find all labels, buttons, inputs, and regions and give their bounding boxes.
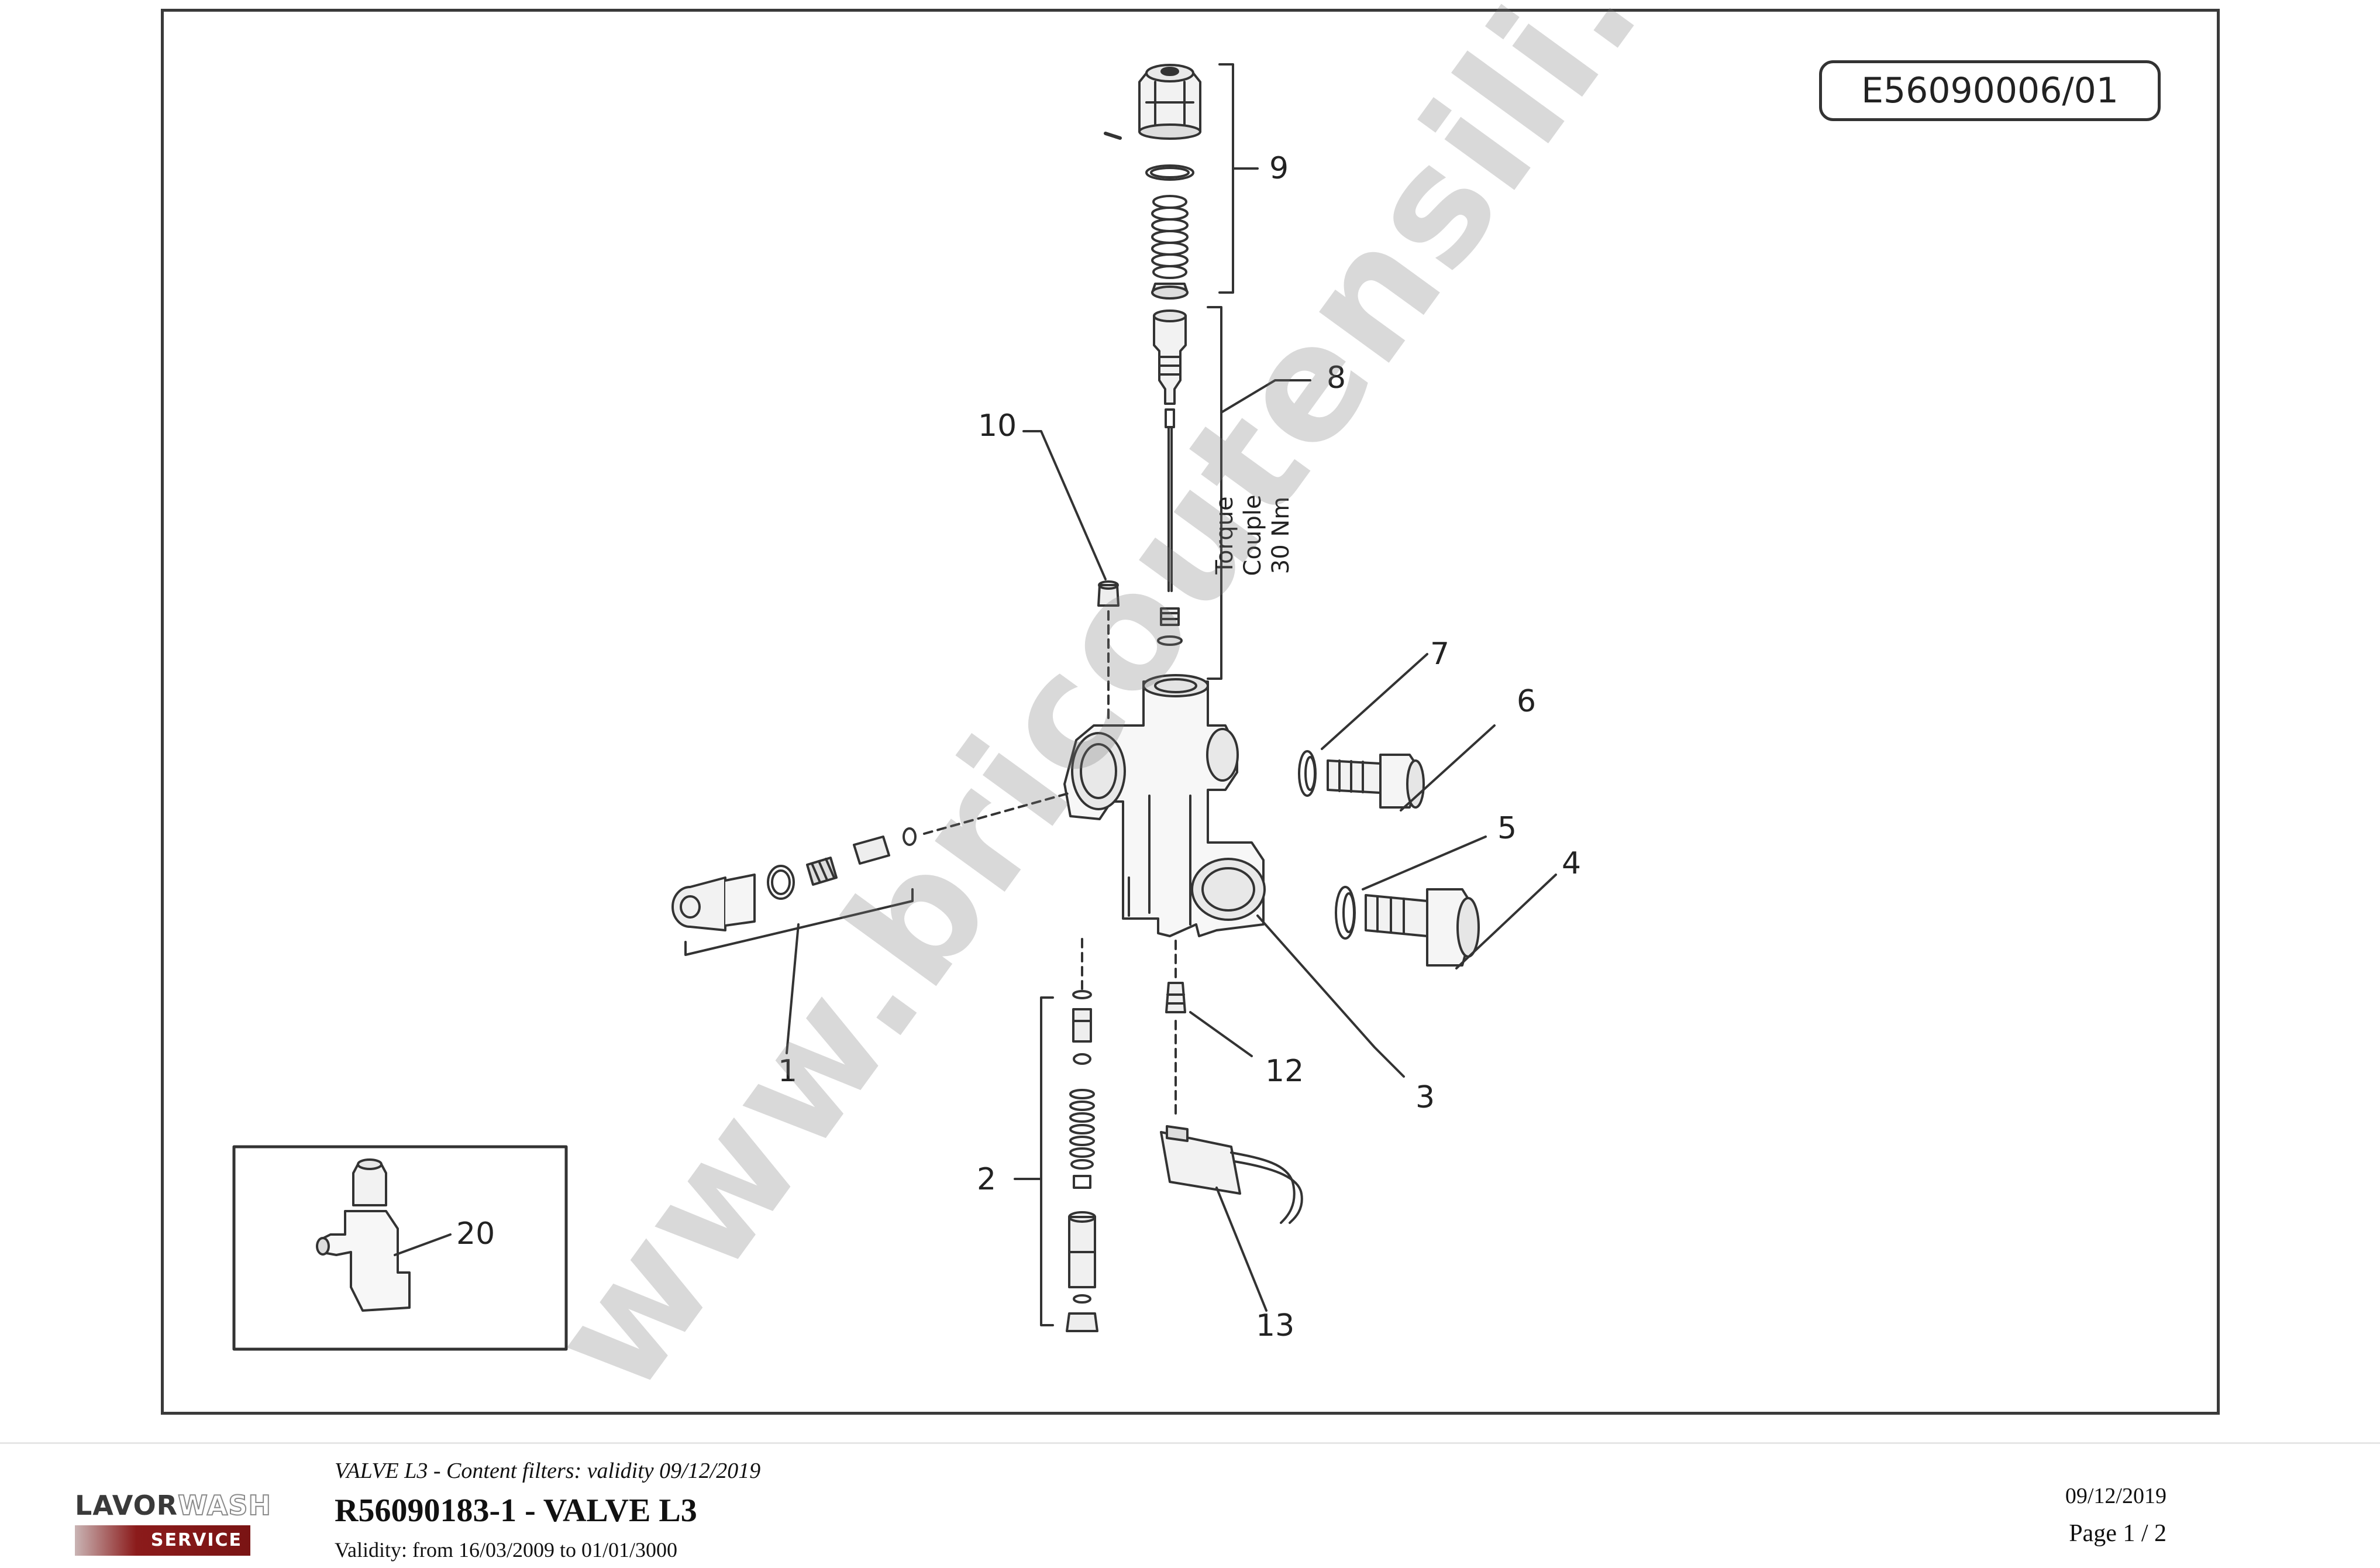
callout-6: 6 xyxy=(1517,684,1537,719)
brand-logo-service: SERVICE xyxy=(150,1530,242,1550)
part-9-cap-assembly xyxy=(1104,63,1259,300)
part-13-microswitch xyxy=(1160,1125,1303,1312)
footer-subtitle: VALVE L3 - Content filters: validity 09/… xyxy=(335,1459,761,1483)
footer-validity: Validity: from 16/03/2009 to 01/01/3000 xyxy=(335,1538,677,1562)
reference-code-box: E56090006/01 xyxy=(1819,60,2161,121)
footer-page-number: Page 1 / 2 xyxy=(2069,1520,2167,1547)
part-4-banjo-bolt xyxy=(1365,874,1557,969)
brand-logo: LAVORWASH SERVICE xyxy=(75,1489,271,1556)
callout-8: 8 xyxy=(1327,360,1346,396)
callout-12: 12 xyxy=(1265,1054,1304,1089)
callout-10: 10 xyxy=(978,408,1017,443)
torque-note-line2: 30 Nm xyxy=(1268,496,1294,575)
brand-logo-part-b: WASH xyxy=(177,1489,272,1522)
footer-divider xyxy=(0,1442,2380,1444)
drawing-frame xyxy=(161,9,2220,1415)
callout-13: 13 xyxy=(1256,1308,1295,1343)
callout-4: 4 xyxy=(1562,846,1582,881)
part-3-valve-body xyxy=(1063,674,1405,1078)
part-12-nipple xyxy=(1165,940,1253,1119)
brand-logo-wordmark: LAVORWASH xyxy=(75,1489,271,1522)
brand-logo-bar: SERVICE xyxy=(75,1525,250,1556)
callout-5: 5 xyxy=(1497,811,1517,846)
callout-2: 2 xyxy=(977,1162,997,1197)
callout-3: 3 xyxy=(1415,1080,1435,1115)
torque-note-line1: Torque Couple xyxy=(1211,494,1266,576)
callout-20: 20 xyxy=(456,1216,495,1251)
inset-box xyxy=(232,1145,568,1351)
callout-9: 9 xyxy=(1269,151,1289,186)
callout-1: 1 xyxy=(778,1054,798,1089)
footer-title: R56090183-1 - VALVE L3 xyxy=(335,1493,697,1529)
torque-note: Torque Couple 30 Nm xyxy=(1211,456,1295,614)
part-2-lower-valve-stack xyxy=(1014,938,1098,1332)
part-7-seal xyxy=(1298,653,1428,797)
part-1-side-fitting xyxy=(671,792,1072,1054)
part-8-valve-stem xyxy=(1153,306,1311,680)
callout-7: 7 xyxy=(1430,637,1450,672)
footer-date: 09/12/2019 xyxy=(2065,1484,2167,1508)
brand-logo-part-a: LAVOR xyxy=(75,1490,178,1521)
part-5-seal xyxy=(1335,835,1487,940)
part-10-plug xyxy=(1022,430,1120,721)
part-6-banjo-bolt xyxy=(1327,724,1496,811)
